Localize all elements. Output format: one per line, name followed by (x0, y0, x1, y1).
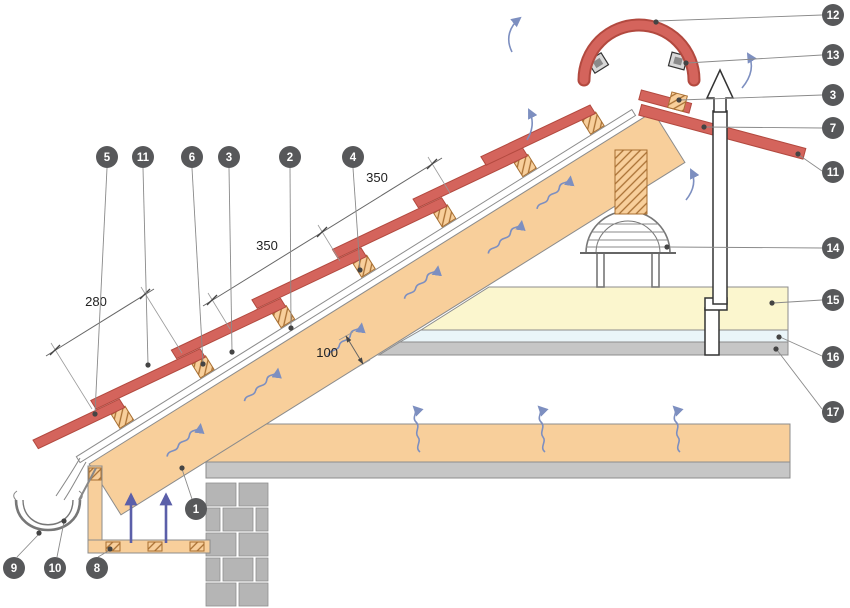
callout-2: 2 (279, 146, 301, 168)
svg-text:1: 1 (193, 504, 200, 516)
callout-leaders (16, 14, 823, 558)
callout-10: 10 (44, 557, 66, 579)
gutter (14, 499, 82, 532)
callout-14: 14 (822, 237, 844, 259)
ceiling-finish-layer (377, 341, 789, 356)
svg-text:16: 16 (827, 352, 840, 364)
eaves-intake-arrows (124, 492, 173, 543)
callout-17: 17 (822, 401, 844, 423)
callout-3b: 3 (822, 84, 844, 106)
dim-350b-label: 350 (366, 170, 388, 185)
callout-1: 1 (185, 498, 207, 520)
dim-350a-label: 350 (256, 238, 278, 253)
callout-3: 3 (218, 146, 240, 168)
svg-text:13: 13 (827, 50, 840, 62)
membrane-drip-edge (55, 457, 81, 497)
svg-text:12: 12 (827, 10, 840, 22)
vent-leg (596, 252, 605, 288)
lower-ceiling-finish (205, 461, 791, 479)
ceiling-and-floor-layers (205, 286, 791, 479)
callout-9: 9 (3, 557, 25, 579)
callout-15: 15 (822, 289, 844, 311)
svg-text:7: 7 (830, 123, 836, 135)
attic-airflow-arrows (412, 16, 757, 453)
svg-text:10: 10 (49, 563, 62, 575)
ridge-cap-tile (579, 20, 699, 85)
callout-11b: 11 (822, 161, 844, 183)
callout-markers: 5 11 6 3 2 4 12 13 3 7 11 14 15 16 17 9 … (3, 4, 844, 579)
callout-11: 11 (132, 146, 154, 168)
svg-text:15: 15 (827, 295, 840, 307)
roof-slope-assembly (32, 104, 686, 516)
dim-280-label: 280 (85, 294, 107, 309)
svg-text:3: 3 (830, 90, 836, 102)
eaves-assembly (13, 457, 211, 554)
callout-4: 4 (342, 146, 364, 168)
svg-text:14: 14 (827, 243, 840, 255)
roof-tiles (32, 104, 597, 450)
callout-6: 6 (181, 146, 203, 168)
lower-ceiling-board (205, 423, 791, 463)
svg-text:2: 2 (287, 152, 293, 164)
dim-100-label: 100 (316, 345, 338, 360)
callout-5: 5 (96, 146, 118, 168)
callout-7: 7 (822, 117, 844, 139)
callout-16: 16 (822, 346, 844, 368)
svg-text:5: 5 (104, 152, 111, 164)
dimensions: 280 350 350 100 (45, 156, 451, 410)
svg-text:4: 4 (350, 152, 357, 164)
exhaust-arrow (705, 68, 735, 113)
svg-text:6: 6 (189, 152, 195, 164)
vapour-barrier-layer (398, 329, 789, 343)
callout-13: 13 (822, 44, 844, 66)
svg-text:3: 3 (226, 152, 232, 164)
callout-12: 12 (822, 4, 844, 26)
svg-text:9: 9 (11, 563, 17, 575)
callout-8: 8 (86, 557, 108, 579)
ridge-assembly (577, 18, 701, 87)
svg-text:11: 11 (827, 167, 840, 179)
vent-leg (651, 252, 660, 288)
rafter-insulation-band (88, 110, 686, 516)
ridge-purlin (614, 149, 648, 215)
vent-pipe (704, 68, 735, 356)
sarking-membrane (75, 108, 637, 464)
attic-vent-dome (580, 210, 676, 288)
svg-text:8: 8 (94, 563, 101, 575)
slope-airflow-arrows (166, 175, 575, 457)
svg-text:11: 11 (137, 152, 150, 164)
masonry-wall (205, 482, 269, 607)
svg-text:17: 17 (827, 407, 840, 419)
